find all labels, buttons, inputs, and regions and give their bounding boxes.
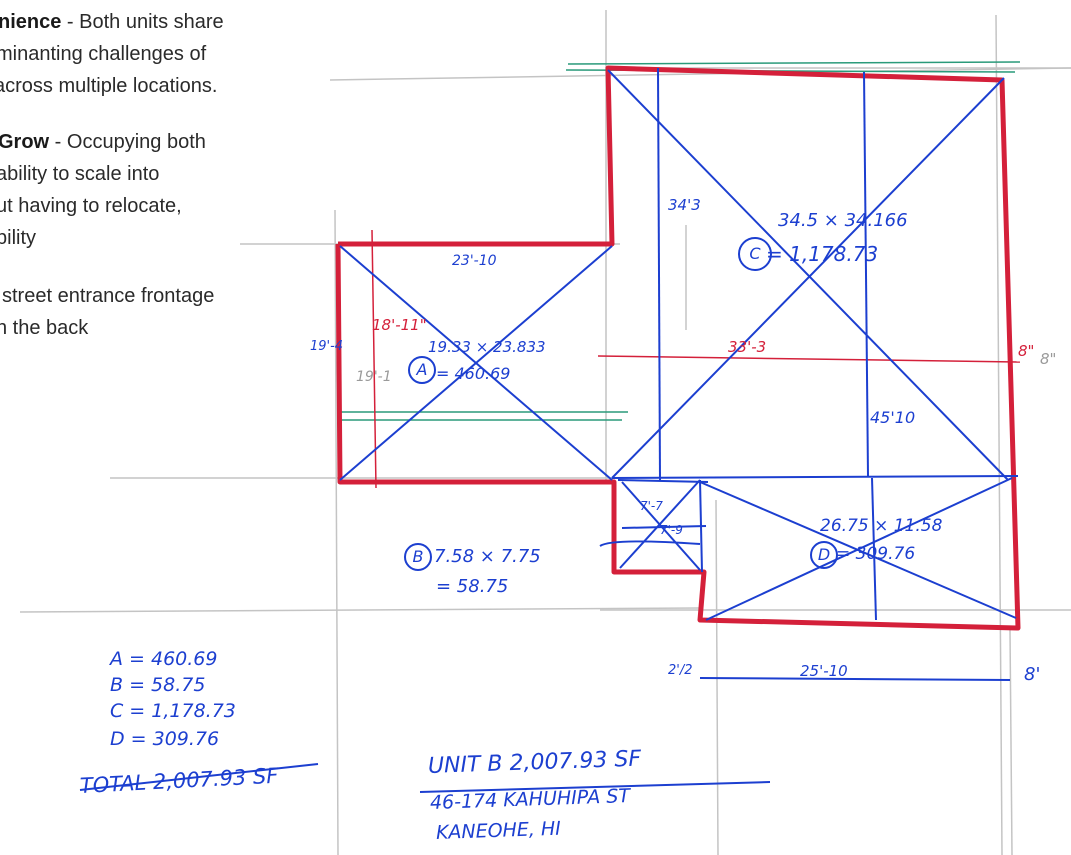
dim-bottom-d: 25'-10 — [800, 662, 848, 680]
note-1-line-1: nience - Both units share — [0, 10, 224, 34]
ink-lines — [339, 67, 1019, 681]
dim-left-a2: 19'-4 — [310, 339, 344, 354]
dim-bottom-small: 2'/2 — [668, 663, 693, 678]
note-2-bold: Grow — [0, 131, 50, 153]
total-d: D = 309.76 — [110, 728, 220, 750]
note-1-bold: nience — [0, 11, 62, 33]
dim-small-b1: 7'-7 — [640, 499, 663, 513]
note-2-text: - Occupying both — [49, 131, 206, 153]
area-d-circle: D — [810, 541, 838, 569]
area-c-result: = 1,178.73 — [766, 242, 879, 266]
note-2-line-2: ability to scale into — [0, 163, 160, 185]
area-d-result: = 309.76 — [836, 544, 916, 564]
dim-right-tick-2: 8" — [1040, 350, 1057, 368]
area-b-calc: 7.58 × 7.75 — [434, 546, 541, 567]
note-1-line-2: minanting challenges of — [0, 43, 207, 65]
note-1-text: - Both units share — [61, 11, 224, 33]
area-c-calc: 34.5 × 34.166 — [778, 210, 908, 231]
area-d-calc: 26.75 × 11.58 — [820, 516, 943, 536]
note-2-line-1: Grow - Occupying both — [0, 130, 206, 154]
area-c-circle: C — [738, 237, 772, 271]
pencil-guides — [19, 10, 1071, 855]
total-b: B = 58.75 — [110, 674, 206, 696]
area-a-circle: A — [408, 356, 436, 384]
dim-top-a: 23'-10 — [452, 253, 497, 269]
unit-underline — [419, 781, 771, 793]
walls-outline — [335, 65, 1021, 631]
dim-bottom-right: 8' — [1024, 664, 1041, 685]
note-1-line-3: across multiple locations. — [0, 75, 218, 97]
dim-right-tick: 8" — [1018, 342, 1035, 360]
total-underline — [79, 763, 319, 791]
area-a-result: = 460.69 — [436, 364, 511, 383]
area-b-result: = 58.75 — [436, 576, 509, 597]
total-a: A = 460.69 — [110, 648, 218, 670]
unit-line-3: KANEOHE, HI — [435, 817, 562, 844]
dim-mid-red: 33'-3 — [728, 338, 767, 356]
dim-left-a1: 18'-11" — [372, 316, 427, 334]
total-c: C = 1,178.73 — [110, 700, 236, 722]
dim-right-c: 45'10 — [870, 408, 916, 427]
dim-small-b2: 7'-9 — [660, 523, 683, 537]
note-3-line-1: street entrance frontage — [2, 285, 215, 307]
area-a-calc: 19.33 × 23.833 — [428, 338, 546, 356]
note-2-line-4: bility — [0, 227, 37, 249]
area-b-circle: B — [404, 543, 432, 571]
note-3-line-2: n the back — [0, 317, 89, 339]
dim-c-vertical: 34'3 — [668, 196, 701, 214]
note-2-line-3: ut having to relocate, — [0, 195, 182, 217]
red-dimension-line — [597, 355, 1021, 363]
dim-left-a3: 19'-1 — [356, 369, 392, 385]
